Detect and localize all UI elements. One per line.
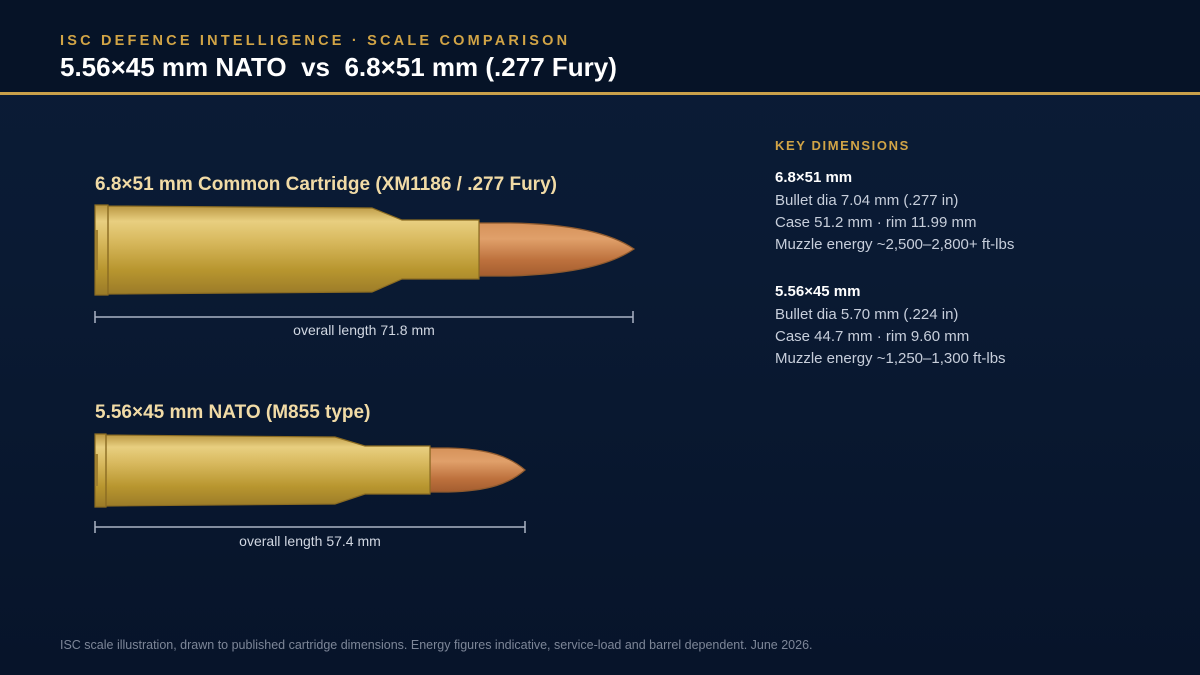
dim-group-name-5-56: 5.56×45 mm [775,283,861,300]
length-caption-5-56: overall length 57.4 mm [239,533,381,549]
length-bar-5-56 [94,521,526,533]
length-bar-6-8 [94,311,634,323]
dim-line-case-5-56: Case 44.7 mm · rim 9.60 mm [775,328,970,345]
length-caption-6-8: overall length 71.8 mm [293,322,435,338]
cartridge-label-5-56: 5.56×45 mm NATO (M855 type) [95,402,370,423]
cartridge-5-56x45 [94,433,526,508]
dim-line-energy-5-56: Muzzle energy ~1,250–1,300 ft-lbs [775,350,1006,367]
dim-line-bullet-5-56: Bullet dia 5.70 mm (.224 in) [775,306,959,323]
dim-line-energy-6-8: Muzzle energy ~2,500–2,800+ ft-lbs [775,236,1015,253]
header-divider [0,92,1200,95]
cartridge-label-6-8: 6.8×51 mm Common Cartridge (XM1186 / .27… [95,174,557,195]
header-kicker: ISC DEFENCE INTELLIGENCE · SCALE COMPARI… [60,33,571,49]
primer-notch-6-8 [95,230,98,270]
dim-group-name-6-8: 6.8×51 mm [775,169,853,186]
case-5-56 [94,433,431,508]
dim-line-case-6-8: Case 51.2 mm · rim 11.99 mm [775,214,977,231]
bullet-5-56 [429,447,526,493]
bullet-6-8 [478,222,636,277]
dim-line-bullet-6-8: Bullet dia 7.04 mm (.277 in) [775,192,959,209]
case-6-8 [94,204,480,296]
cartridge-6-8x51 [94,204,636,296]
key-dimensions-heading: KEY DIMENSIONS [775,138,910,153]
footnote: ISC scale illustration, drawn to publish… [60,638,813,652]
page-title: 5.56×45 mm NATO vs 6.8×51 mm (.277 Fury) [60,52,617,82]
primer-notch-5-56 [95,454,98,486]
header-bar [0,0,1200,92]
